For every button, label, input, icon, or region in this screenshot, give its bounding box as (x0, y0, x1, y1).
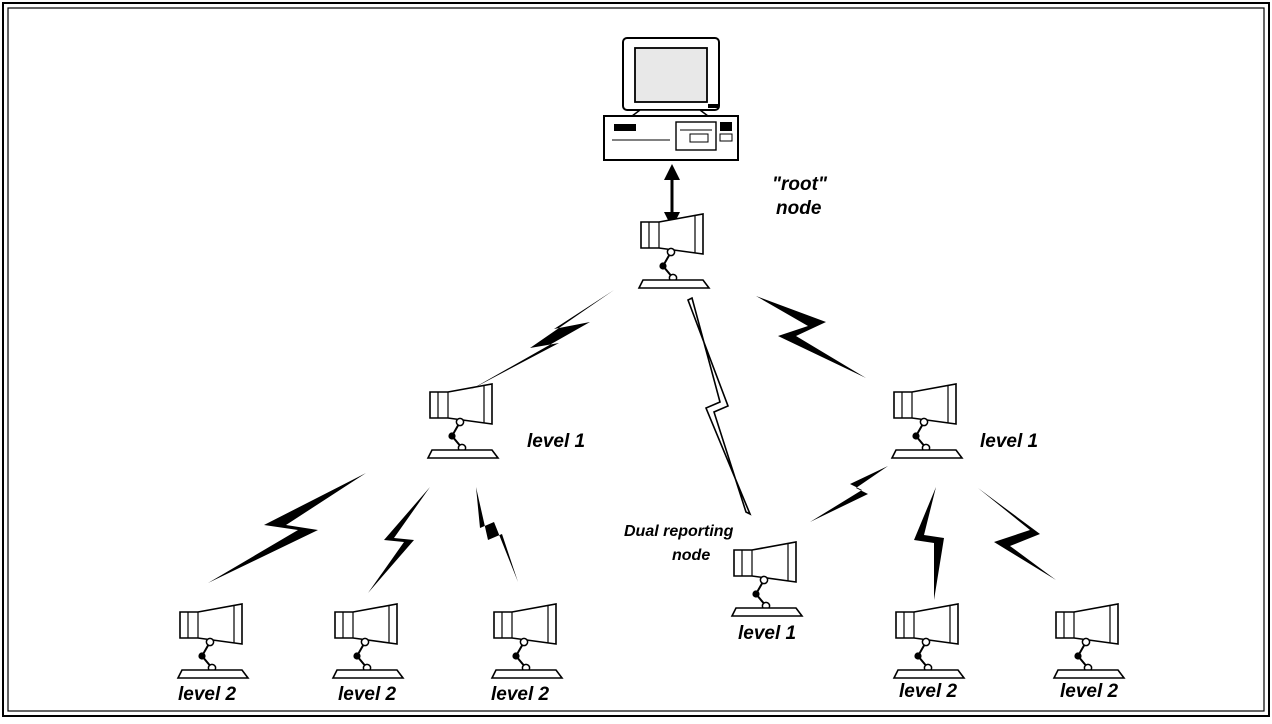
dual-reporting-label-line1: Dual reporting (624, 523, 734, 540)
root-node-label-line1: "root" (772, 174, 828, 195)
level1-left-node-icon (427, 383, 499, 459)
wireless-links (208, 290, 1056, 600)
lightning-bolt-icon (978, 488, 1056, 580)
desktop-computer-icon (603, 37, 739, 161)
lightning-bolt-icon (368, 487, 430, 593)
dual-reporting-level-label: level 1 (738, 623, 796, 644)
root-node-label-line2: node (776, 198, 822, 219)
level2-label-3: level 2 (491, 684, 550, 705)
level1-right-label: level 1 (980, 431, 1038, 452)
level2-label-5: level 2 (1060, 681, 1119, 702)
level2-node-5-icon (1053, 603, 1125, 679)
level2-label-2: level 2 (338, 684, 397, 705)
lightning-bolt-icon (810, 466, 888, 522)
dual-reporting-node-icon (731, 541, 803, 617)
inner-border (7, 7, 1265, 712)
level2-node-2-icon (332, 603, 404, 679)
lightning-bolt-icon (914, 487, 944, 600)
root-node-icon (638, 213, 710, 289)
lightning-bolt-icon (686, 296, 752, 516)
dual-reporting-label-line2: node (672, 547, 710, 564)
level2-label-4: level 2 (899, 681, 958, 702)
lightning-bolt-icon (208, 473, 366, 583)
lightning-bolt-icon (470, 290, 614, 390)
level1-right-node-icon (891, 383, 963, 459)
level2-label-1: level 2 (178, 684, 237, 705)
lightning-bolt-icon (476, 487, 518, 582)
level1-left-label: level 1 (527, 431, 585, 452)
level2-node-3-icon (491, 603, 563, 679)
lightning-bolt-icon (756, 296, 866, 378)
level2-node-4-icon (893, 603, 965, 679)
level2-node-1-icon (177, 603, 249, 679)
